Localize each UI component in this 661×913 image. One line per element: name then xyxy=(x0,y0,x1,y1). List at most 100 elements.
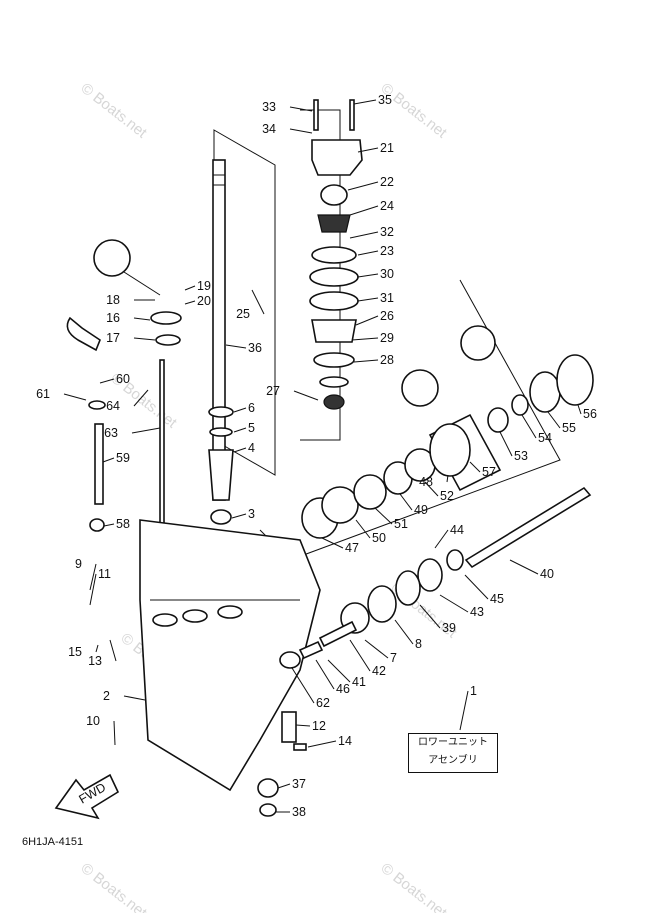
part-label-5: 5 xyxy=(248,421,255,435)
gearcase-housing xyxy=(139,519,321,792)
part-label-29: 29 xyxy=(380,331,394,345)
part-label-18: 18 xyxy=(106,293,120,307)
leader-line-26 xyxy=(355,315,379,326)
leader-line-34 xyxy=(289,128,313,134)
watermark-7: © Boats.net xyxy=(378,860,451,913)
leader-line-29 xyxy=(351,337,379,341)
part-label-43: 43 xyxy=(470,605,484,619)
small-parts xyxy=(257,620,358,817)
leader-line-16 xyxy=(133,317,151,321)
leader-line-45 xyxy=(464,574,489,600)
leader-line-12 xyxy=(295,724,311,727)
leader-line-55 xyxy=(547,411,561,429)
part-label-8: 8 xyxy=(415,637,422,651)
part-label-26: 26 xyxy=(380,309,394,323)
leader-line-50 xyxy=(355,519,371,539)
leader-line-22 xyxy=(347,181,379,191)
leader-line-25 xyxy=(251,289,265,315)
watermark-2: © Boats.net xyxy=(378,80,451,142)
part-label-41: 41 xyxy=(352,675,366,689)
diagram-code: 6H1JA-4151 xyxy=(22,836,84,848)
leader-line-39 xyxy=(419,604,441,629)
leader-line-49 xyxy=(399,493,413,511)
part-label-3: 3 xyxy=(248,507,255,521)
leader-line-24 xyxy=(349,205,379,216)
leader-line-42 xyxy=(349,639,371,672)
part-label-24: 24 xyxy=(380,199,394,213)
propeller-shaft-assembly xyxy=(301,325,594,634)
part-label-12: 12 xyxy=(312,719,326,733)
leader-line-56 xyxy=(577,404,582,415)
leader-line-36 xyxy=(225,344,247,349)
part-label-2: 2 xyxy=(103,689,110,703)
part-label-57: 57 xyxy=(482,465,496,479)
leader-line-46 xyxy=(315,659,335,690)
leader-line-62 xyxy=(291,667,315,704)
drive-shaft xyxy=(212,159,226,501)
part-label-44: 44 xyxy=(450,523,464,537)
leader-line-33 xyxy=(289,106,313,112)
part-label-11: 11 xyxy=(98,567,111,581)
leader-line-6 xyxy=(233,407,247,413)
leader-line-8 xyxy=(394,619,414,645)
part-label-35: 35 xyxy=(378,93,392,107)
shift-rod-group xyxy=(66,239,182,581)
part-label-13: 13 xyxy=(88,654,102,668)
watermark-6: © Boats.net xyxy=(78,860,151,913)
leader-line-3 xyxy=(231,513,247,519)
part-label-23: 23 xyxy=(380,244,394,258)
part-label-51: 51 xyxy=(394,517,408,531)
leader-line-48 xyxy=(446,474,449,483)
part-label-19: 19 xyxy=(197,279,211,293)
part-label-63: 63 xyxy=(104,426,118,440)
leader-line-14 xyxy=(307,740,337,748)
part-label-27: 27 xyxy=(266,384,280,398)
leader-line-40 xyxy=(509,559,539,575)
leader-line-58 xyxy=(103,523,115,527)
leader-line-31 xyxy=(357,297,379,302)
leader-line-43 xyxy=(439,594,469,613)
part-label-58: 58 xyxy=(116,517,130,531)
part-label-39: 39 xyxy=(442,621,456,635)
part-label-25: 25 xyxy=(236,307,250,321)
leader-line-63 xyxy=(131,427,161,434)
part-label-53: 53 xyxy=(514,449,528,463)
part-label-40: 40 xyxy=(540,567,554,581)
watermark-1: © Boats.net xyxy=(78,80,151,142)
part-label-15: 15 xyxy=(68,645,82,659)
part-label-1: 1 xyxy=(470,684,477,698)
leader-line-19 xyxy=(184,285,196,291)
leader-line-52 xyxy=(424,481,439,497)
part-label-49: 49 xyxy=(414,503,428,517)
leader-line-1 xyxy=(459,690,469,731)
part-label-59: 59 xyxy=(116,451,130,465)
part-number-labels: 1234567891011121314151617181920212223242… xyxy=(36,93,597,819)
part-label-45: 45 xyxy=(490,592,504,606)
assembly-label-line1: ロワーユニット xyxy=(418,737,488,748)
leader-line-28 xyxy=(353,359,379,363)
part-label-48: 48 xyxy=(419,475,433,489)
leader-line-51 xyxy=(374,507,393,525)
part-label-54: 54 xyxy=(538,431,552,445)
part-label-56: 56 xyxy=(583,407,597,421)
part-label-60: 60 xyxy=(116,372,130,386)
leader-line-35 xyxy=(353,99,377,105)
leader-line-47 xyxy=(321,537,344,549)
leader-line-5 xyxy=(233,427,247,433)
leader-line-11 xyxy=(89,573,97,606)
leader-line-21 xyxy=(357,147,379,153)
part-label-22: 22 xyxy=(380,175,394,189)
part-label-46: 46 xyxy=(336,682,350,696)
leader-line-64 xyxy=(133,389,149,407)
leader-line-41 xyxy=(327,659,351,683)
lower-unit-assembly-box: ロワーユニット アセンブリ xyxy=(408,733,498,773)
part-label-38: 38 xyxy=(292,805,306,819)
part-label-10: 10 xyxy=(86,714,100,728)
leader-line-32 xyxy=(349,231,379,239)
leader-line-27 xyxy=(293,390,319,401)
leader-line-17 xyxy=(133,337,156,341)
part-label-34: 34 xyxy=(262,122,276,136)
part-label-31: 31 xyxy=(380,291,394,305)
leader-line-2 xyxy=(123,695,146,701)
fwd-arrow: FWD xyxy=(54,773,120,820)
